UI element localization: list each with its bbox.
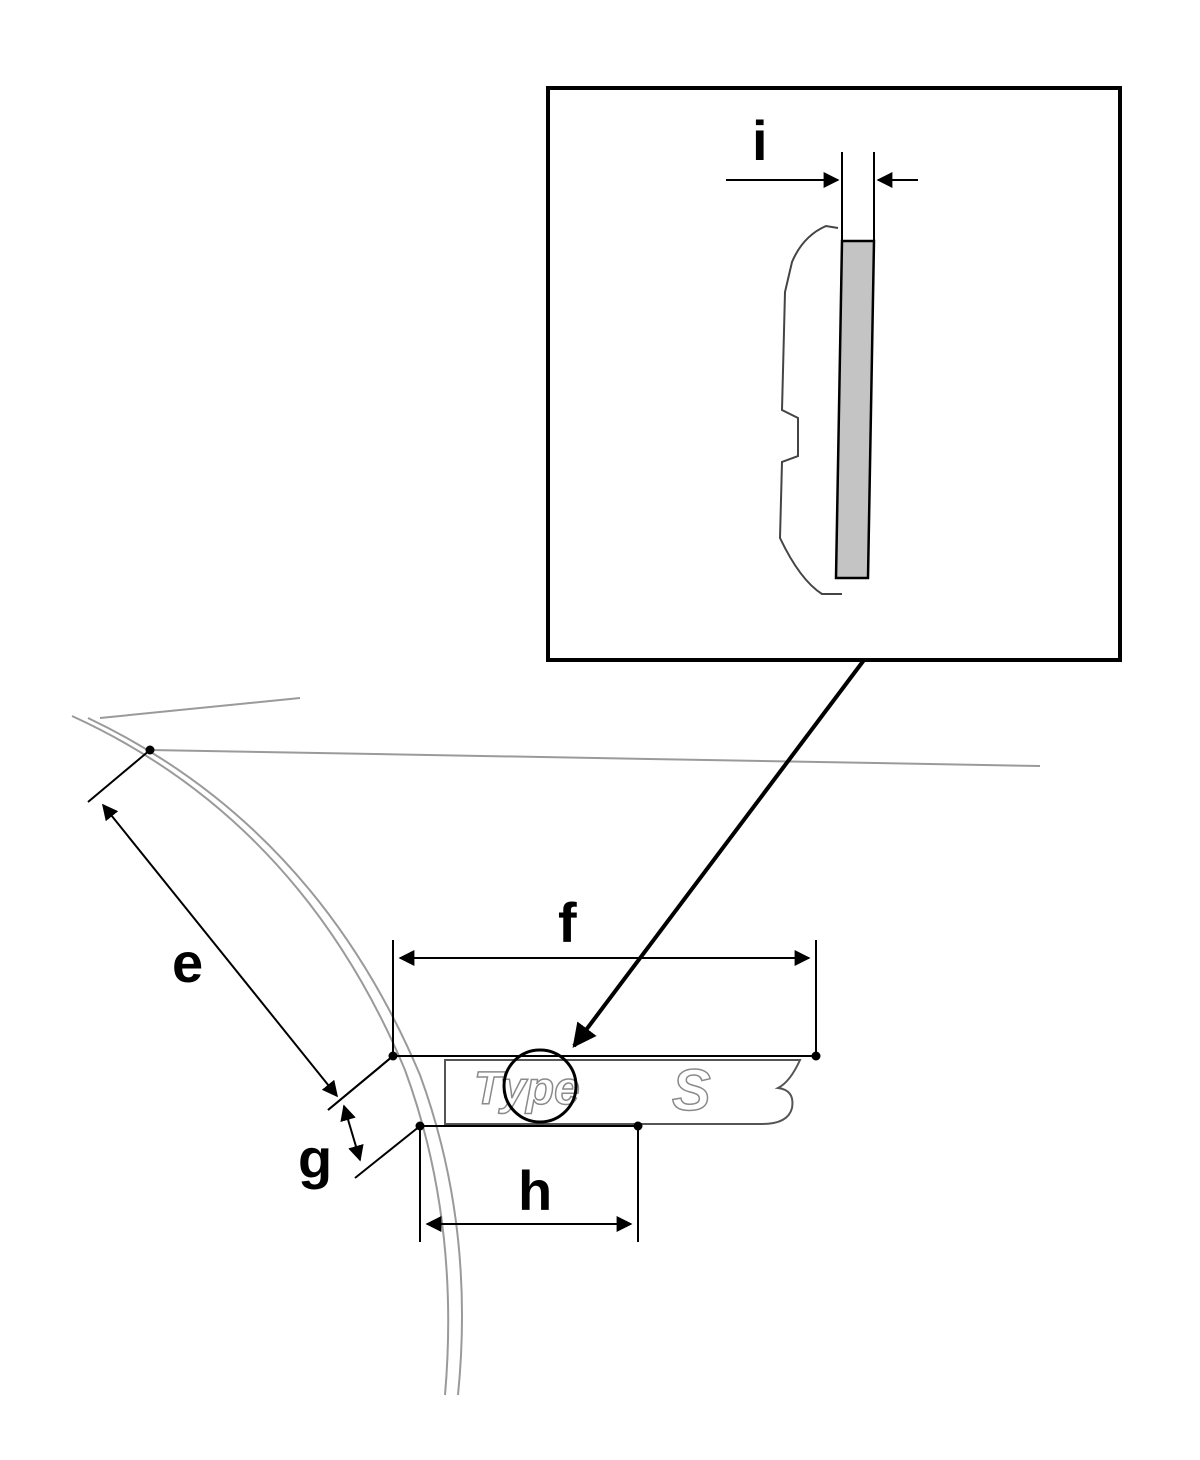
emblem-s-logo: S [672, 1058, 711, 1123]
emblem-type-text: Type [474, 1062, 580, 1114]
emblem-outline [444, 1059, 802, 1125]
detail-circle [502, 1048, 578, 1124]
type-s-emblem: Type S [444, 1057, 802, 1125]
dimension-e-extension-top [87, 749, 151, 803]
dimension-g-extension-bottom [354, 1125, 421, 1179]
dimension-f-label: f [558, 891, 577, 954]
body-pillar-inner [87, 717, 463, 1396]
body-character-line [149, 749, 1041, 767]
dimension-g-extension-top [327, 1055, 394, 1111]
emblem-reference-lines [393, 1055, 816, 1127]
body-top-edge [99, 697, 301, 719]
body-pillar-outer [71, 715, 450, 1396]
callout-arrow [572, 658, 866, 1048]
dimension-f [392, 940, 817, 1056]
dimension-e-line [101, 803, 339, 1098]
dimension-e-label: e [172, 931, 203, 994]
detail-box: i [546, 86, 1122, 662]
emblem-cross-section [834, 239, 876, 580]
dimension-g-label: g [298, 1127, 332, 1190]
dimension-i [726, 152, 918, 241]
body-panel-cross-section [778, 224, 842, 595]
dimension-g-line [340, 1104, 364, 1162]
dimension-g [327, 1055, 421, 1179]
dimension-h-label: h [518, 1159, 552, 1222]
dimension-e [87, 749, 394, 1111]
dimension-h [419, 1126, 639, 1242]
dimension-i-label: i [752, 109, 768, 172]
car-body-outline [71, 697, 1041, 1396]
